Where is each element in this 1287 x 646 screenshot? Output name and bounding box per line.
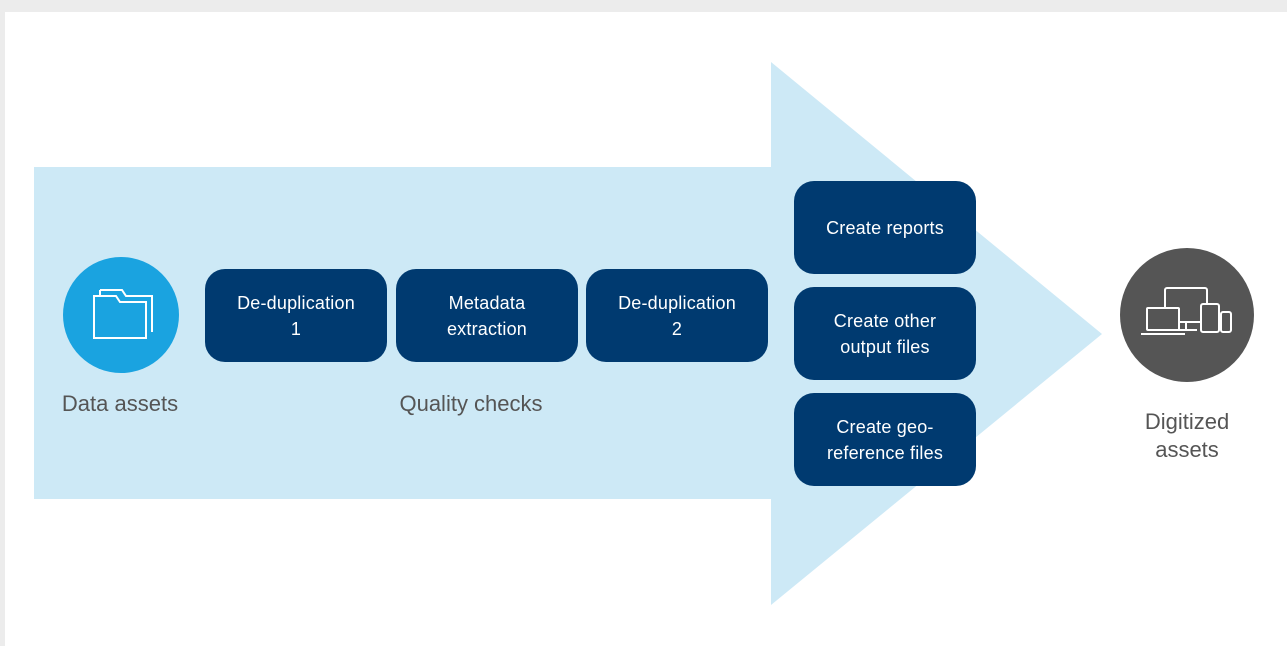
folder-icon [93,289,153,339]
data-assets-label: Data assets [61,391,179,416]
output-create-reports: Create reports [794,181,976,274]
output-create-other-files: Create other output files [794,287,976,380]
digitized-assets-label: Digitized assets [1144,409,1230,462]
devices-icon [1141,287,1232,335]
diagram-canvas: Data assets De-duplication 1 Metadata ex… [5,12,1287,646]
step-metadata-extraction: Metadata extraction [396,269,578,362]
quality-checks-label: Quality checks [399,391,543,416]
digitized-assets-node [1120,248,1254,382]
output-create-georeference-files: Create geo- reference files [794,393,976,486]
step-deduplication-1: De-duplication 1 [205,269,387,362]
data-assets-node [63,257,179,373]
step-deduplication-2: De-duplication 2 [586,269,768,362]
